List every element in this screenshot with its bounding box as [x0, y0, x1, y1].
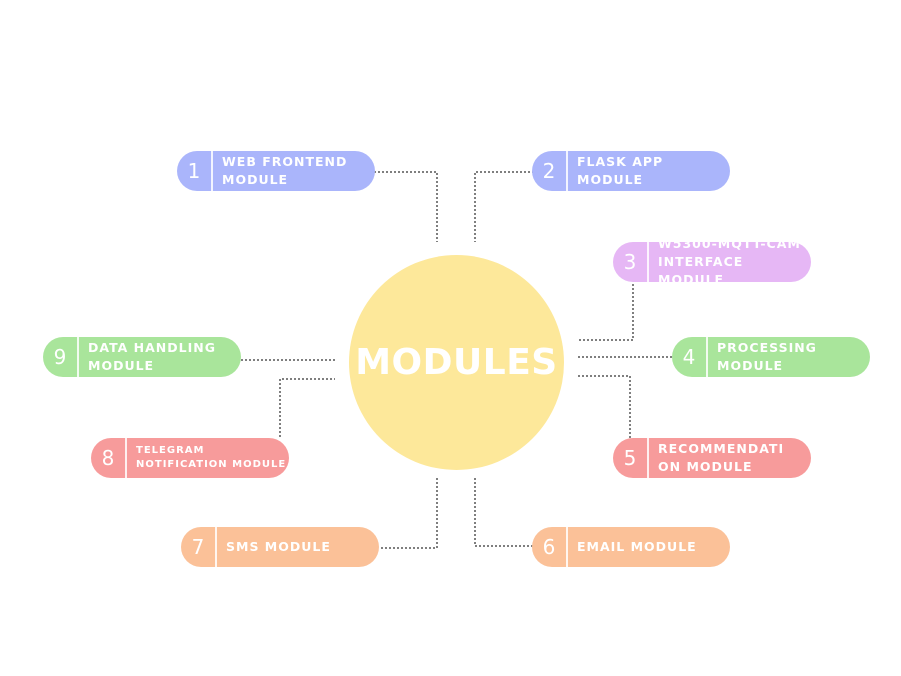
module-number: 2 — [542, 159, 556, 183]
separator — [706, 337, 708, 377]
module-label: PROCESSING MODULE — [717, 340, 817, 373]
module-label: EMAIL MODULE — [577, 539, 697, 554]
modules-hub: MODULES — [349, 255, 564, 470]
module-label: W5300-MQTT-CAM INTERFACE MODULE — [658, 242, 801, 282]
connector-8 — [279, 378, 335, 437]
module-number: 5 — [623, 446, 637, 470]
module-number: 6 — [542, 535, 556, 559]
module-label: DATA HANDLING MODULE — [88, 340, 216, 373]
connector-3 — [578, 284, 634, 341]
separator — [211, 151, 213, 191]
module-label: WEB FRONTEND MODULE — [222, 154, 348, 187]
connector-5 — [578, 375, 631, 440]
module-node-5: 5 RECOMMENDATI ON MODULE — [613, 438, 811, 478]
separator — [215, 527, 217, 567]
module-label: SMS MODULE — [226, 539, 331, 554]
module-label: TELEGRAM NOTIFICATION MODULE — [136, 445, 287, 470]
separator — [566, 527, 568, 567]
module-label: RECOMMENDATI ON MODULE — [658, 441, 785, 474]
hub-label: MODULES — [355, 342, 558, 383]
connector-2 — [474, 171, 534, 242]
module-number: 7 — [191, 535, 205, 559]
module-node-8: 8 TELEGRAM NOTIFICATION MODULE — [91, 438, 289, 478]
module-node-9: 9 DATA HANDLING MODULE — [43, 337, 241, 377]
separator — [566, 151, 568, 191]
module-node-3: 3 W5300-MQTT-CAM INTERFACE MODULE — [613, 242, 811, 282]
module-number: 3 — [623, 250, 637, 274]
connector-7 — [380, 478, 438, 549]
module-number: 8 — [101, 446, 115, 470]
connector-6 — [474, 478, 534, 547]
connector-1 — [374, 171, 438, 242]
module-number: 4 — [682, 345, 696, 369]
separator — [125, 438, 127, 478]
module-node-7: 7 SMS MODULE — [181, 527, 379, 567]
module-label: FLASK APP MODULE — [577, 154, 664, 187]
module-number: 1 — [187, 159, 201, 183]
module-number: 9 — [53, 345, 67, 369]
module-node-6: 6 EMAIL MODULE — [532, 527, 730, 567]
module-node-2: 2 FLASK APP MODULE — [532, 151, 730, 191]
module-node-1: 1 WEB FRONTEND MODULE — [177, 151, 375, 191]
separator — [647, 242, 649, 282]
separator — [77, 337, 79, 377]
module-node-4: 4 PROCESSING MODULE — [672, 337, 870, 377]
separator — [647, 438, 649, 478]
